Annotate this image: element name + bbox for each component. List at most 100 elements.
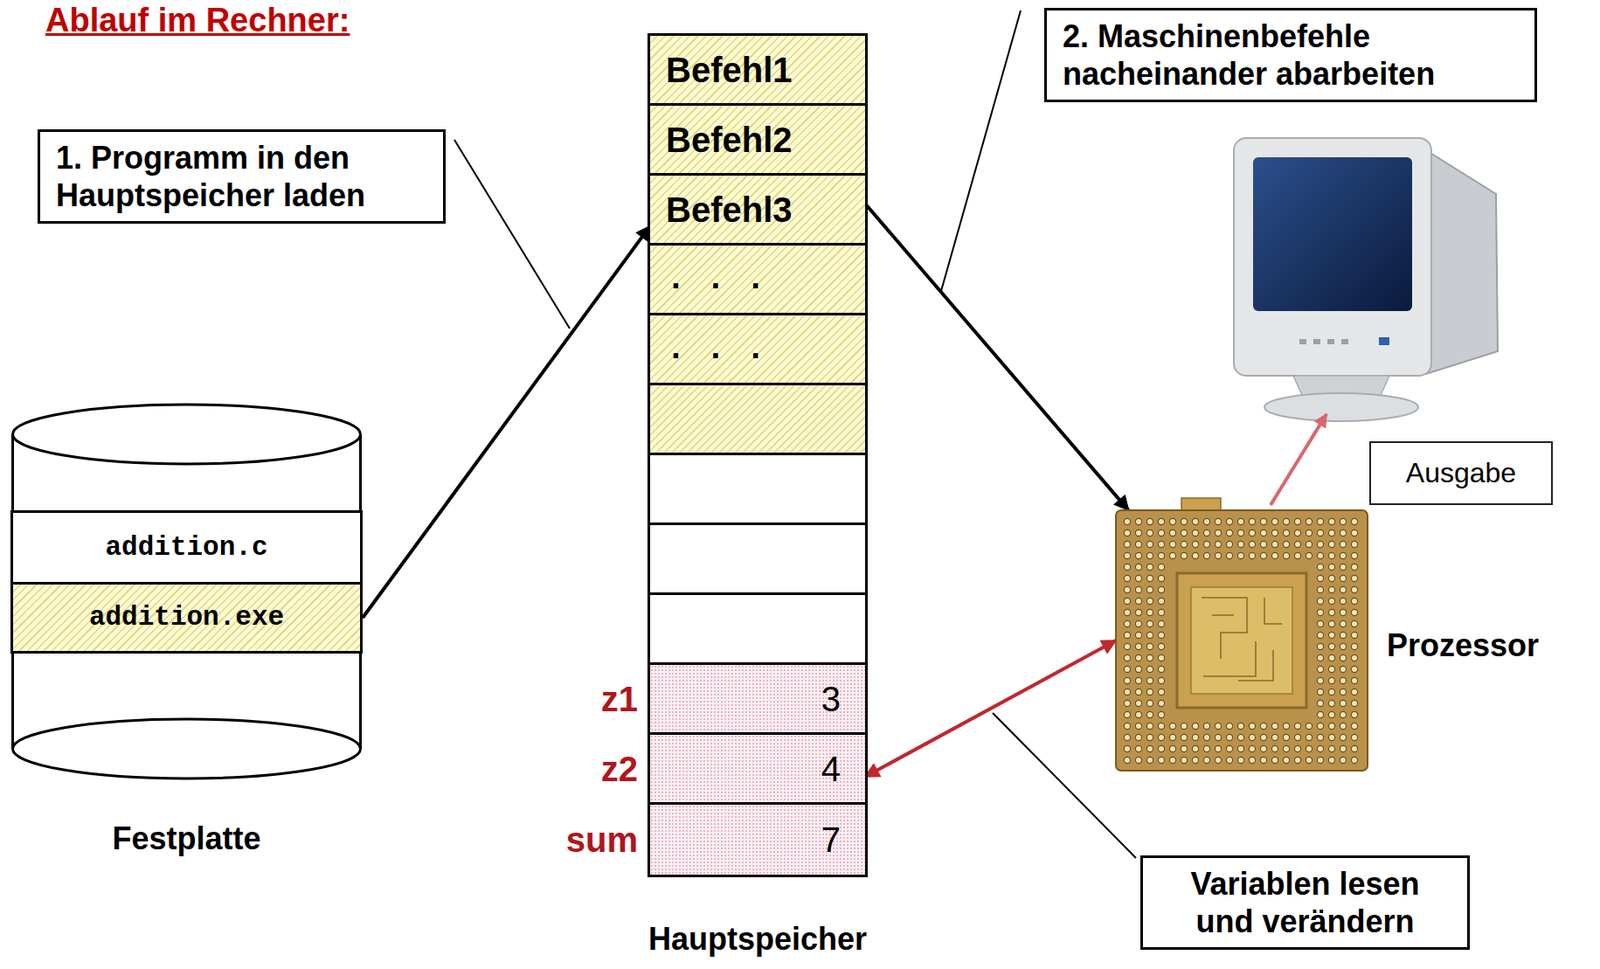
svg-circle	[1146, 654, 1153, 661]
svg-circle	[1123, 722, 1130, 729]
variable-value: 3	[637, 678, 866, 721]
svg-circle	[1339, 552, 1346, 559]
svg-circle	[1316, 563, 1323, 570]
svg-circle	[1282, 722, 1289, 729]
svg-circle	[1305, 745, 1312, 752]
svg-circle	[1123, 597, 1130, 604]
svg-circle	[1123, 699, 1130, 707]
svg-circle	[1339, 756, 1346, 763]
svg-circle	[1328, 609, 1335, 616]
svg-circle	[1248, 529, 1255, 536]
svg-circle	[1271, 722, 1278, 729]
svg-circle	[1157, 609, 1164, 616]
svg-circle	[1339, 563, 1346, 570]
svg-ellipse	[13, 719, 361, 779]
svg-circle	[1328, 688, 1335, 695]
svg-circle	[1350, 699, 1358, 707]
svg-circle	[1135, 631, 1142, 638]
svg-circle	[1328, 756, 1335, 763]
svg-circle	[1328, 665, 1335, 672]
svg-circle	[1328, 540, 1335, 548]
svg-circle	[1157, 654, 1164, 661]
svg-circle	[1316, 699, 1323, 707]
svg-circle	[1169, 722, 1176, 729]
svg-circle	[1316, 745, 1323, 752]
svg-circle	[1146, 597, 1153, 604]
svg-circle	[1294, 518, 1301, 525]
svg-circle	[1146, 665, 1153, 672]
svg-circle	[1146, 518, 1153, 525]
svg-circle	[1157, 699, 1164, 707]
instruction-text: Befehl2	[650, 118, 793, 161]
svg-circle	[1248, 756, 1255, 763]
svg-circle	[1146, 756, 1153, 763]
svg-circle	[1123, 665, 1130, 672]
svg-circle	[1350, 540, 1358, 548]
svg-circle	[1339, 745, 1346, 752]
svg-circle	[1339, 631, 1346, 638]
svg-circle	[1135, 711, 1142, 718]
svg-circle	[1169, 540, 1176, 548]
svg-circle	[1135, 699, 1142, 707]
svg-circle	[1248, 722, 1255, 729]
connector-arrow	[865, 203, 1129, 511]
svg-circle	[1146, 529, 1153, 536]
svg-ellipse	[1264, 393, 1419, 422]
svg-circle	[1260, 552, 1267, 559]
svg-rect	[1253, 157, 1413, 312]
svg-circle	[1203, 745, 1210, 752]
svg-circle	[1316, 711, 1323, 718]
svg-circle	[1203, 529, 1210, 536]
memory-cell: Befehl3	[650, 175, 866, 246]
svg-circle	[1169, 552, 1176, 559]
svg-circle	[1169, 745, 1176, 752]
svg-circle	[1339, 722, 1346, 729]
svg-circle	[1123, 574, 1130, 582]
disk-cylinder: Festplatteaddition.caddition.exe	[10, 402, 363, 781]
variable-cell: z13	[650, 664, 866, 735]
svg-circle	[1135, 722, 1142, 729]
svg-circle	[1350, 722, 1358, 729]
svg-circle	[1339, 643, 1346, 650]
svg-circle	[1339, 597, 1346, 604]
svg-circle	[1180, 518, 1187, 525]
variable-value: 4	[637, 748, 866, 790]
svg-circle	[1316, 756, 1323, 763]
svg-circle	[1203, 756, 1210, 763]
svg-circle	[1203, 552, 1210, 559]
svg-circle	[1305, 552, 1312, 559]
svg-circle	[1328, 631, 1335, 638]
svg-circle	[1316, 734, 1323, 741]
memory-column: HauptspeicherBefehl1Befehl2Befehl3. . ..…	[647, 33, 868, 878]
svg-circle	[1123, 563, 1130, 570]
variable-name: z2	[533, 748, 638, 790]
svg-circle	[1339, 665, 1346, 672]
svg-circle	[1123, 540, 1130, 548]
svg-circle	[1214, 540, 1221, 548]
svg-circle	[1135, 540, 1142, 548]
svg-circle	[1328, 699, 1335, 707]
svg-circle	[1339, 609, 1346, 616]
svg-circle	[1123, 552, 1130, 559]
svg-circle	[1350, 529, 1358, 536]
svg-rect	[650, 455, 866, 665]
svg-circle	[1214, 756, 1221, 763]
callout-text: 1. Programm in den Hauptspeicher laden	[55, 138, 428, 215]
svg-circle	[1316, 688, 1323, 695]
leader-lines	[454, 10, 1136, 859]
empty-memory-cells	[650, 385, 866, 665]
svg-circle	[1157, 574, 1164, 582]
svg-circle	[1157, 734, 1164, 741]
instruction-text: Befehl1	[650, 48, 793, 91]
svg-circle	[1191, 756, 1199, 763]
svg-circle	[1135, 665, 1142, 672]
svg-circle	[1260, 734, 1267, 741]
svg-circle	[1328, 745, 1335, 752]
svg-circle	[1350, 563, 1358, 570]
svg-circle	[1146, 688, 1153, 695]
svg-circle	[1123, 620, 1130, 627]
svg-circle	[1282, 540, 1289, 548]
svg-circle	[1316, 552, 1323, 559]
svg-circle	[1146, 677, 1153, 684]
